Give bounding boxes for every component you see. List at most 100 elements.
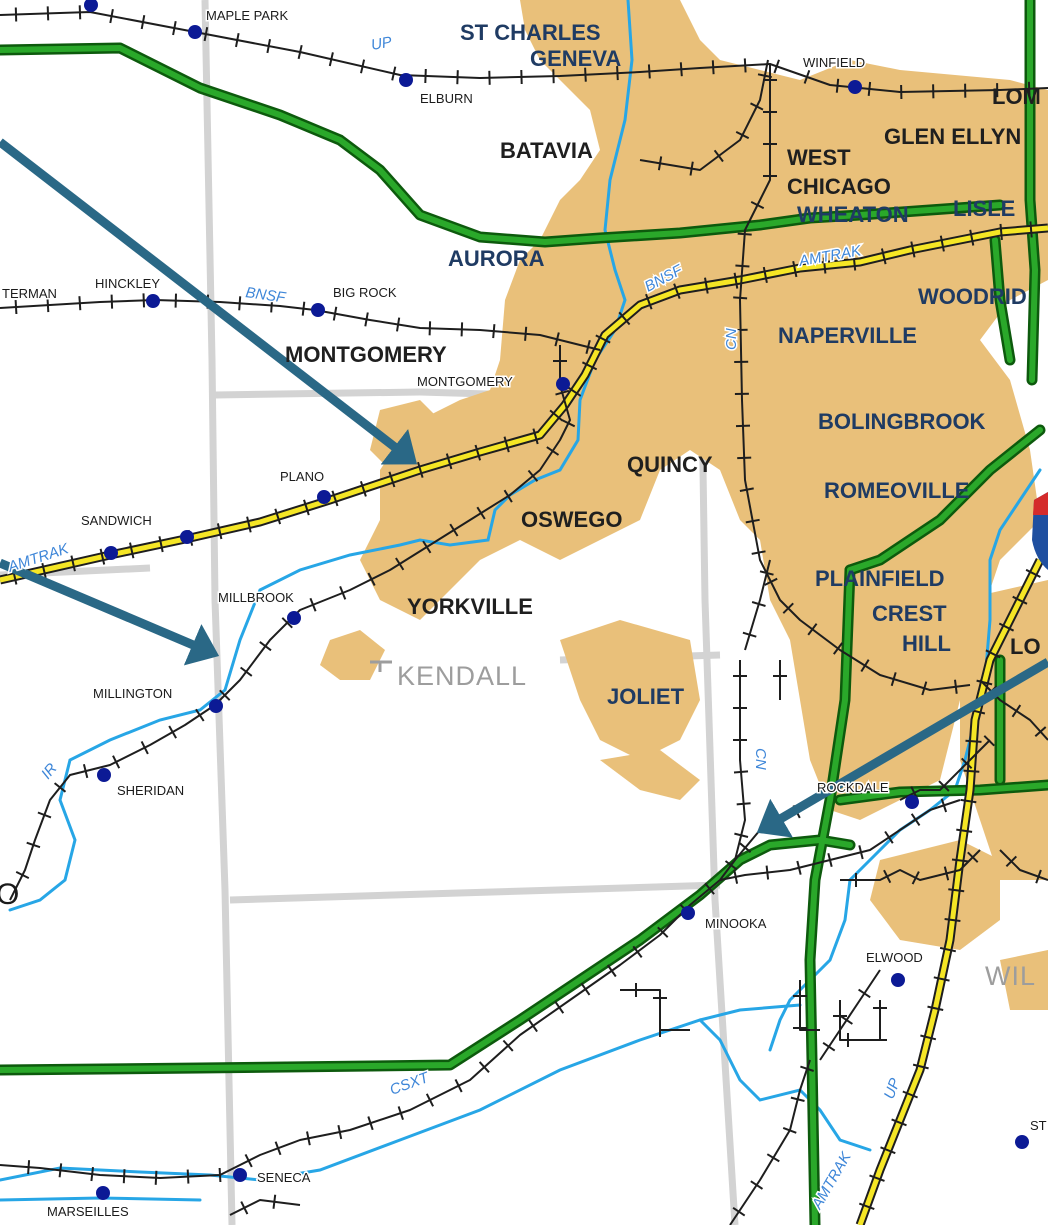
rail-tie	[807, 623, 818, 636]
rail-tie	[944, 918, 961, 922]
rail-tie	[240, 1201, 249, 1215]
rail-tie	[933, 976, 950, 982]
rail-tie	[476, 506, 486, 520]
rail-tie	[912, 1063, 929, 1070]
city-label-woodrid: WOODRID	[918, 284, 1027, 309]
city-label-plainfield: PLAINFIELD	[815, 566, 945, 591]
town-label-elwood: ELWOOD	[866, 950, 923, 965]
city-label-hill: HILL	[902, 631, 951, 656]
rail-tie	[764, 577, 778, 586]
rail-tie	[528, 1019, 538, 1033]
town-label-big-rock: BIG ROCK	[333, 285, 397, 300]
rail-tie	[219, 689, 231, 701]
rail-tie	[757, 73, 772, 79]
rail-tie	[301, 301, 306, 316]
rail-tie	[800, 1065, 815, 1072]
city-label-west: WEST	[787, 145, 851, 170]
rail-tie	[524, 326, 528, 341]
rail-tie	[216, 523, 223, 540]
town-label-sheridan: SHERIDAN	[117, 783, 184, 798]
rail-tie	[743, 58, 747, 73]
rail-tie	[883, 869, 892, 884]
rail-tie	[939, 946, 957, 953]
town-label-marseilles: MARSEILLES	[47, 1204, 129, 1219]
rail-tie	[858, 845, 864, 860]
rail-tie	[454, 1078, 463, 1093]
rail-tie	[595, 334, 611, 344]
rail-tie	[673, 283, 681, 299]
rail-tie	[425, 1093, 434, 1107]
rail-tie	[112, 755, 121, 769]
rail-label-up-top: UP	[370, 34, 393, 54]
rail-tie	[734, 832, 749, 838]
rail-tie	[860, 659, 870, 673]
rail-tie	[561, 419, 576, 428]
rail-tie	[647, 64, 651, 79]
rail-tie	[739, 842, 752, 853]
rail-tie	[445, 453, 453, 470]
rail-tie	[796, 860, 802, 875]
rail-tie	[367, 572, 376, 586]
city-label-chicago: CHICAGO	[787, 174, 891, 199]
rail-tie	[704, 277, 709, 294]
rail-tie	[391, 66, 397, 81]
rail-tie	[546, 446, 560, 456]
rail-tie	[766, 1153, 780, 1163]
rail-tie	[606, 964, 617, 978]
rail-tie	[689, 161, 694, 176]
rail-tie	[532, 428, 539, 445]
city-label-batavia: BATAVIA	[500, 138, 593, 163]
town-dot-hinckley	[146, 294, 160, 308]
rail-tie	[492, 324, 496, 339]
rail-tie	[951, 858, 969, 863]
town-dot-rockdale	[905, 795, 919, 809]
town-dot-millington	[209, 699, 223, 713]
rail-tie	[927, 1005, 944, 1011]
rail-tie	[732, 1206, 746, 1217]
rail-tie	[733, 272, 739, 289]
rail-tie	[618, 311, 631, 326]
rail-tie	[616, 66, 619, 81]
rail-tie	[832, 642, 844, 655]
rail-tie	[869, 1174, 885, 1182]
rail-tie	[735, 424, 751, 428]
rail-tie	[474, 444, 482, 461]
arrow-to-cn-line	[756, 658, 1048, 838]
rail-tie	[203, 27, 209, 42]
rail-tie	[41, 561, 47, 579]
rail-tie	[920, 1034, 937, 1041]
rail-tie	[306, 1131, 311, 1146]
rail-tie	[1029, 221, 1033, 238]
rail-tie	[566, 386, 582, 397]
rail-tie	[460, 322, 464, 337]
city-label-quincy: QUINCY	[627, 452, 713, 477]
county-label-will: WIL	[985, 961, 1036, 991]
rail-tie	[736, 802, 751, 806]
rail-tie	[456, 70, 459, 85]
rail-tie	[218, 1167, 222, 1183]
rail-tie	[417, 461, 424, 478]
rail-tie	[759, 570, 774, 576]
town-label-winfield: WINFIELD	[803, 55, 865, 70]
town-dot-elwood	[891, 973, 905, 987]
rail-tie	[581, 361, 598, 371]
rail-tie	[735, 264, 750, 268]
rail-tie	[339, 586, 347, 600]
city-label-geneva: GENEVA	[530, 46, 621, 71]
rail-tie	[948, 888, 965, 893]
city-label-aurora: AURORA	[448, 246, 545, 271]
arrow-to-amtrak	[0, 138, 418, 465]
town-label-millington: MILLINGTON	[93, 686, 172, 701]
city-label-naperville: NAPERVILLE	[778, 323, 917, 348]
rail-tie	[884, 830, 894, 844]
rail-tie	[99, 548, 106, 565]
rail-tie	[527, 469, 539, 482]
rail-tie	[742, 631, 757, 638]
rail-tie	[58, 1163, 63, 1178]
rail-tie	[657, 156, 663, 171]
town-label-waterman: TERMAN	[2, 286, 57, 301]
town-label-plano: PLANO	[280, 469, 324, 484]
city-label-wheaton: WHEATON	[797, 202, 909, 227]
rail-tie	[965, 739, 982, 743]
